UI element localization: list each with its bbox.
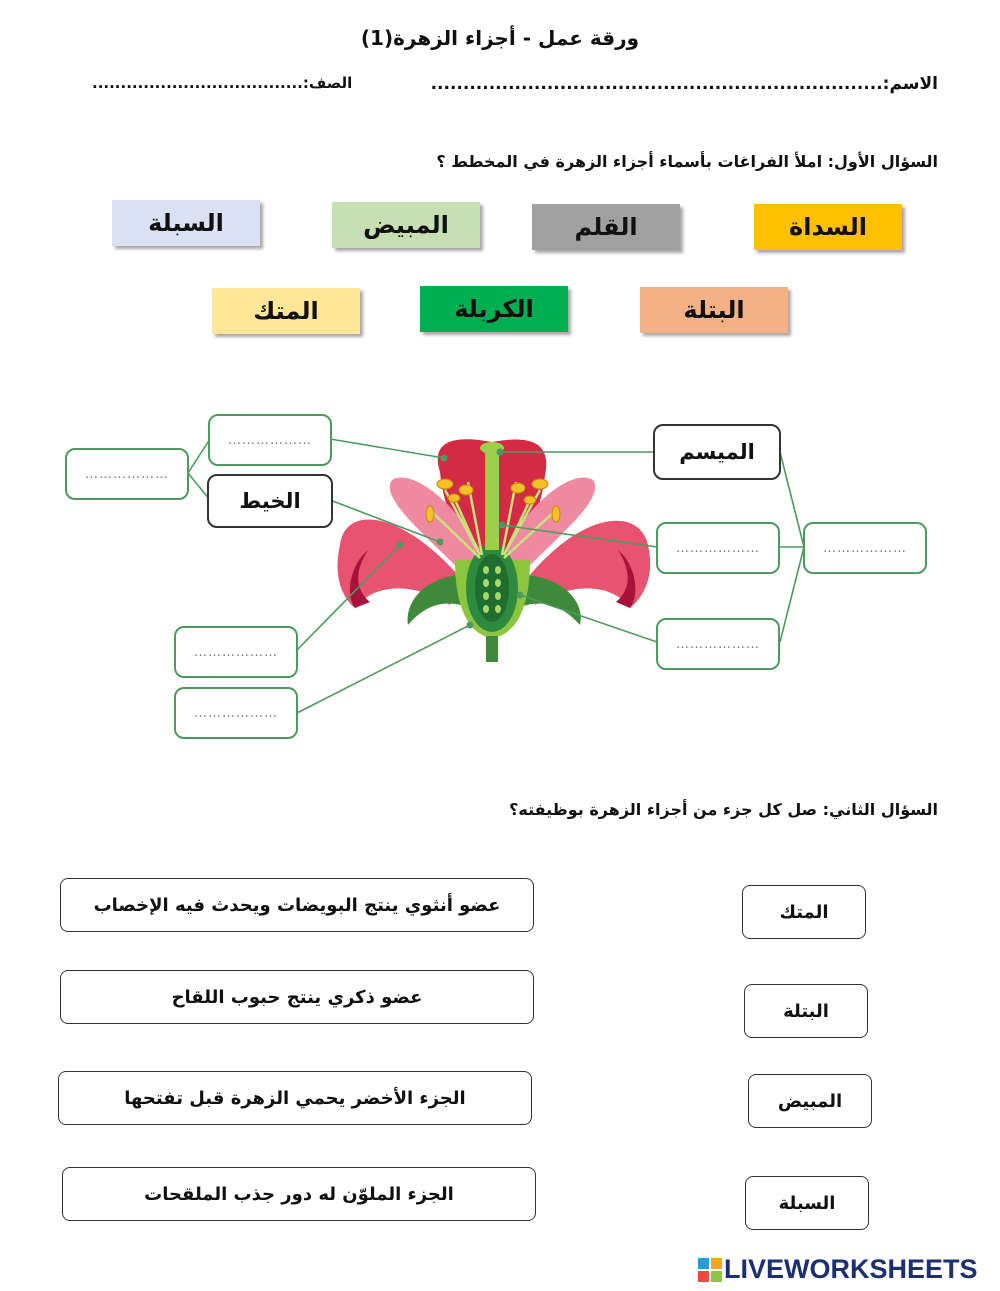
function-box-1[interactable]: عضو أنثوي ينتج البويضات ويحدث فيه الإخصا… xyxy=(60,878,534,932)
logo-text: LIVEWORKSHEETS xyxy=(724,1254,978,1284)
blank-label-left-top[interactable]: ……………… xyxy=(208,414,332,466)
word-chip-qalam[interactable]: القلم xyxy=(532,204,680,250)
word-chip-sadah[interactable]: السداة xyxy=(754,204,902,250)
pointer-lines xyxy=(187,438,805,714)
word-chip-mabid[interactable]: المبيض xyxy=(332,202,480,248)
stigma-label: الميسم xyxy=(653,424,781,480)
blank-label-right-outer[interactable]: ……………… xyxy=(803,522,927,574)
worksheet-title: ورقة عمل - أجزاء الزهرة(1) xyxy=(360,26,640,50)
part-box-batla[interactable]: البتلة xyxy=(744,984,868,1038)
liveworksheets-logo[interactable]: LIVEWORKSHEETS xyxy=(698,1254,978,1285)
function-box-2[interactable]: عضو ذكري ينتج حبوب اللقاح xyxy=(60,970,534,1024)
part-box-mabid[interactable]: المبيض xyxy=(748,1074,872,1128)
blank-label-right-bottom[interactable]: ……………… xyxy=(656,618,780,670)
blank-label-left-mid[interactable]: ……………… xyxy=(174,626,298,678)
word-chip-sabla[interactable]: السبلة xyxy=(112,200,260,246)
word-chip-batla[interactable]: البتلة xyxy=(640,287,788,333)
blank-label-right-mid[interactable]: ……………… xyxy=(656,522,780,574)
function-box-4[interactable]: الجزء الملوّن له دور جذب الملقحات xyxy=(62,1167,536,1221)
part-box-sabla[interactable]: السبلة xyxy=(745,1176,869,1230)
blank-label-left-outer[interactable]: ……………… xyxy=(65,448,189,500)
function-box-3[interactable]: الجزء الأخضر يحمي الزهرة قبل تفتحها xyxy=(58,1071,532,1125)
name-field[interactable]: الاسم:..................................… xyxy=(431,74,938,94)
name-dots: ........................................… xyxy=(430,74,883,94)
word-chip-mutk[interactable]: المتك xyxy=(212,288,360,334)
class-label: الصف: xyxy=(302,74,353,92)
blank-label-left-bottom[interactable]: ……………… xyxy=(174,687,298,739)
filament-label: الخيط xyxy=(207,474,333,528)
class-field[interactable]: الصف:...................................… xyxy=(92,74,352,92)
question-1-text: السؤال الأول: املأ الفراغات بأسماء أجزاء… xyxy=(436,152,938,171)
word-chip-karbala[interactable]: الكربلة xyxy=(420,286,568,332)
flower-diagram xyxy=(187,438,805,714)
question-2-text: السؤال الثاني: صل كل جزء من أجزاء الزهرة… xyxy=(509,800,938,819)
flower-illustration xyxy=(337,439,651,662)
class-dots: ..................................... xyxy=(92,74,303,92)
part-box-mutk[interactable]: المتك xyxy=(742,885,866,939)
liveworksheets-logo-icon xyxy=(698,1257,722,1282)
name-label: الاسم: xyxy=(882,74,938,94)
